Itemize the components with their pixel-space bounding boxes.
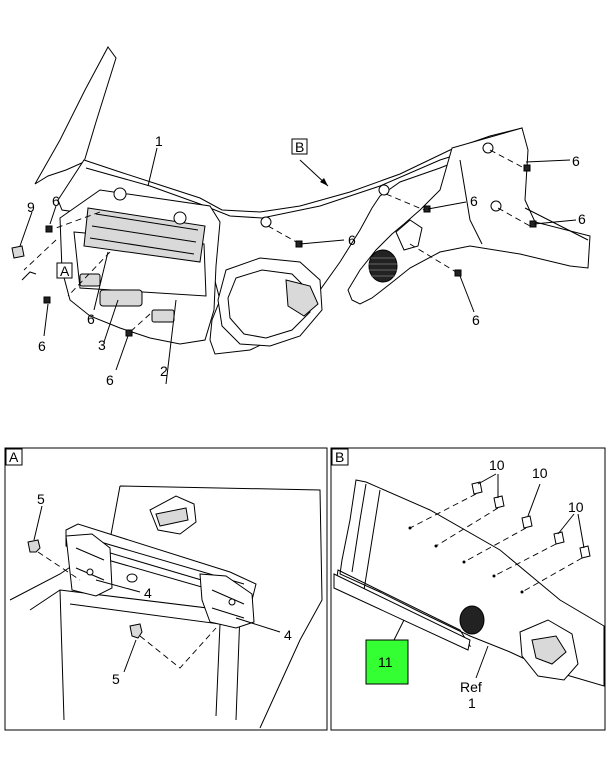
label-part-5: 5 bbox=[112, 671, 120, 687]
part-11-highlight[interactable] bbox=[365, 639, 409, 685]
label-ref-num: 1 bbox=[468, 695, 476, 711]
callout-b-box bbox=[291, 138, 308, 155]
label-part-6: 6 bbox=[87, 311, 95, 327]
speaker-grille bbox=[459, 605, 485, 635]
detail-b-tag: B bbox=[335, 449, 344, 465]
console-bezel bbox=[59, 189, 221, 345]
a-pillar-trim bbox=[34, 46, 117, 185]
main-assembly-view: 1 2 3 6 6 6 6 6 6 6 6 6 9 A B bbox=[11, 46, 591, 388]
detail-a-tag: A bbox=[9, 449, 19, 465]
label-part-2: 2 bbox=[160, 363, 168, 379]
label-part-5: 5 bbox=[37, 491, 45, 507]
label-part-6: 6 bbox=[472, 312, 480, 328]
bracket bbox=[395, 219, 423, 251]
screw-icon bbox=[27, 539, 41, 553]
label-part-4: 4 bbox=[284, 627, 292, 643]
clip-icon bbox=[471, 481, 591, 559]
label-part-11: 11 bbox=[378, 654, 393, 670]
label-part-10: 10 bbox=[532, 465, 548, 481]
mounting-bracket bbox=[199, 573, 255, 629]
switch-right bbox=[151, 309, 175, 323]
label-ref: Ref bbox=[460, 679, 482, 695]
label-part-9: 9 bbox=[27, 199, 35, 215]
mounting-bracket bbox=[65, 533, 113, 597]
detail-a-panel: A 5 5 4 4 bbox=[4, 447, 328, 731]
connector-port bbox=[99, 289, 143, 307]
edge-strip bbox=[333, 573, 471, 651]
label-part-6: 6 bbox=[106, 372, 114, 388]
label-part-3: 3 bbox=[98, 337, 106, 353]
callout-a-box bbox=[56, 262, 73, 279]
callout-b: B bbox=[295, 139, 304, 155]
label-part-6: 6 bbox=[572, 153, 580, 169]
column-opening bbox=[217, 257, 323, 347]
callout-a: A bbox=[60, 263, 70, 279]
speaker-grille bbox=[368, 249, 398, 283]
label-part-6: 6 bbox=[348, 232, 356, 248]
label-part-4: 4 bbox=[144, 585, 152, 601]
label-part-6: 6 bbox=[52, 193, 60, 209]
label-part-6: 6 bbox=[578, 211, 586, 227]
label-part-1: 1 bbox=[155, 133, 163, 149]
screw-icon bbox=[129, 623, 143, 639]
label-part-6: 6 bbox=[470, 193, 478, 209]
label-part-10: 10 bbox=[568, 499, 584, 515]
label-part-6: 6 bbox=[38, 338, 46, 354]
switch-left bbox=[79, 273, 101, 287]
label-part-10: 10 bbox=[489, 457, 505, 473]
detail-b-panel: B 11 bbox=[330, 447, 606, 731]
